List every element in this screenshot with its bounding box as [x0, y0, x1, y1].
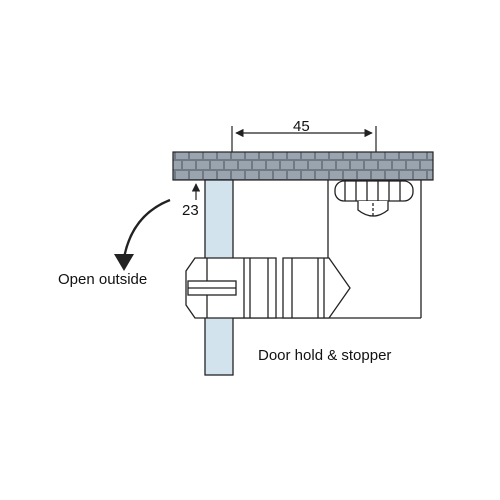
door-knob-left [185, 257, 277, 319]
ceiling-wall [172, 151, 434, 181]
open-direction-label: Open outside [58, 271, 148, 288]
stopper-cone [282, 257, 351, 319]
dimension-45-line [231, 126, 377, 152]
dimension-gap-label: 23 [182, 202, 199, 219]
caption-label: Door hold & stopper [258, 347, 392, 364]
roller-catch [334, 180, 414, 217]
open-outside-arrow [114, 198, 171, 271]
dimension-width-label: 45 [293, 118, 310, 135]
